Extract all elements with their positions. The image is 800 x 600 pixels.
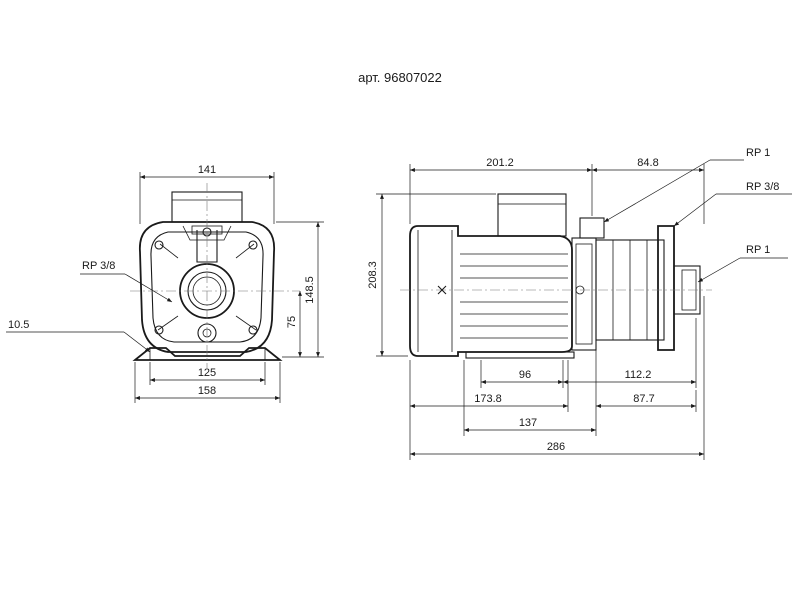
callout-front-port: RP 3/8	[82, 260, 115, 272]
dim-shaft-height: 75	[286, 316, 298, 328]
motor-outline-front	[139, 221, 275, 353]
dim-motor-length: 201.2	[486, 157, 514, 169]
dim-112-2: 112.2	[625, 369, 652, 381]
callout-vent: RP 3/8	[746, 181, 779, 193]
pump-feet-front	[132, 347, 283, 361]
callout-suction: RP 1	[746, 244, 770, 256]
front-view: 141 148.5 75 10.5 RP 3/8 125 158	[6, 164, 324, 403]
side-view: 201.2 84.8 208.3 RP 1 RP 3/8 RP 1 96 112…	[367, 147, 792, 460]
dim-pump-length: 84.8	[637, 157, 658, 169]
dim-foot-offset: 10.5	[8, 319, 29, 331]
suction-flange-side	[657, 225, 675, 351]
dim-137: 137	[519, 417, 537, 429]
dim-total-length: 286	[547, 441, 565, 453]
dim-87-7: 87.7	[633, 393, 654, 405]
dim-foot-holes: 125	[198, 367, 216, 379]
dim-front-width: 141	[198, 164, 216, 176]
dim-front-height: 148.5	[304, 276, 316, 304]
dim-173-8: 173.8	[474, 393, 502, 405]
article-number-title: арт. 96807022	[358, 70, 442, 85]
pump-body-side	[571, 237, 597, 351]
dim-96: 96	[519, 369, 531, 381]
motor-housing-side	[409, 225, 573, 357]
dim-side-height: 208.3	[367, 261, 379, 289]
dim-foot-width: 158	[198, 385, 216, 397]
terminal-box-side	[497, 193, 567, 237]
callout-discharge: RP 1	[746, 147, 770, 159]
pump-base-side	[465, 351, 575, 359]
